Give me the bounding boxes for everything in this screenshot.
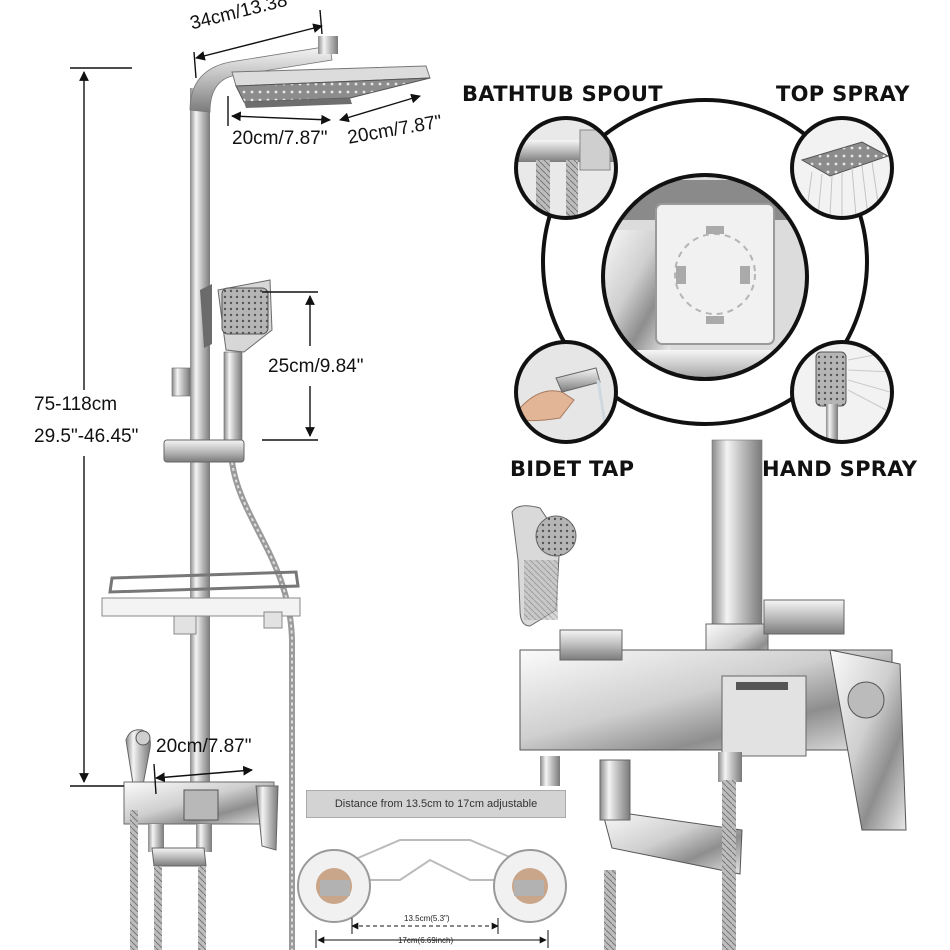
total-height-in-label: 29.5"-46.45" bbox=[34, 426, 139, 447]
riser-pipe bbox=[190, 88, 210, 788]
hand-spray-height-label: 25cm/9.84" bbox=[268, 356, 364, 377]
feature-ring bbox=[514, 98, 894, 444]
head-width-label: 20cm/7.87" bbox=[232, 128, 328, 149]
soap-shelf bbox=[101, 570, 301, 635]
adjustable-connector-diagram bbox=[297, 818, 567, 950]
max-distance-label: 17cm(6.69inch) bbox=[398, 936, 454, 945]
mixer-body bbox=[123, 781, 279, 950]
min-distance-label: 13.5cm(5.3") bbox=[404, 914, 450, 923]
bidet-tap-label: BIDET TAP bbox=[510, 457, 635, 481]
hand-shower-hose bbox=[229, 461, 295, 950]
top-spray-label: TOP SPRAY bbox=[776, 82, 910, 106]
adjustable-distance-banner: Distance from 13.5cm to 17cm adjustable bbox=[306, 790, 566, 818]
mixer-closeup bbox=[511, 439, 907, 950]
hand-shower bbox=[200, 279, 273, 445]
small-bidet-sprayer bbox=[125, 729, 151, 791]
shower-column bbox=[101, 36, 431, 950]
top-spray-thumb bbox=[790, 116, 894, 220]
dimension-lines bbox=[70, 9, 421, 795]
bathtub-spout-label: BATHTUB SPOUT bbox=[462, 82, 663, 106]
hand-spray-label: HAND SPRAY bbox=[762, 457, 918, 481]
hand-spray-thumb bbox=[790, 340, 894, 444]
bidet-tap-thumb bbox=[514, 340, 618, 444]
slide-holder bbox=[163, 439, 245, 463]
mixer-width-label: 20cm/7.87" bbox=[156, 736, 252, 757]
bathtub-spout-thumb bbox=[514, 116, 618, 220]
total-height-cm-label: 75-118cm bbox=[34, 394, 118, 415]
